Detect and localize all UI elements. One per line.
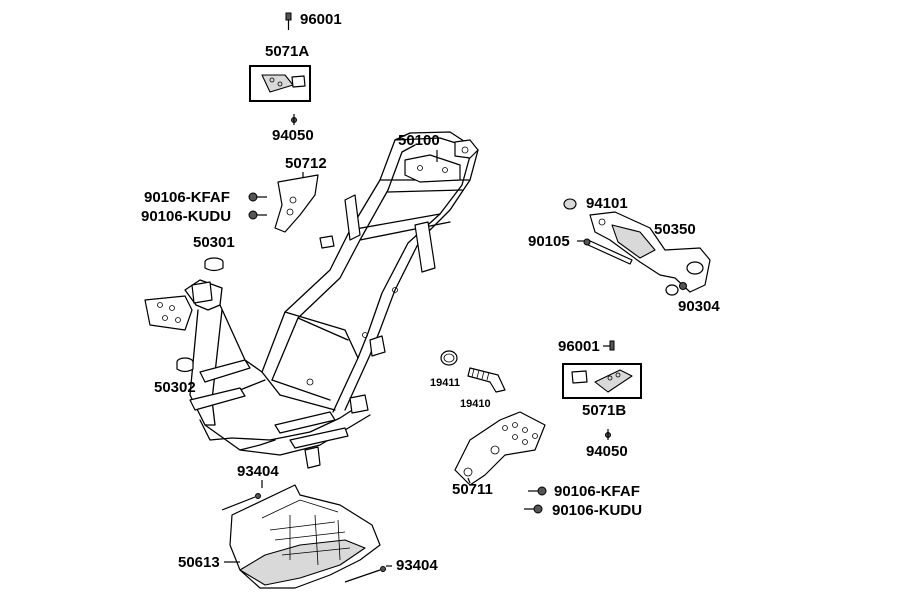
label-90106-kudu-left: 90106-KUDU (141, 208, 231, 225)
label-96001-top: 96001 (300, 11, 342, 28)
hose-19410-part (467, 367, 506, 393)
label-90106-kfaf-right: 90106-KFAF (554, 483, 640, 500)
label-50711: 50711 (452, 481, 493, 498)
bolt-96001-right-part (603, 340, 615, 351)
bolt-96001-top-part (285, 12, 292, 30)
label-19410: 19410 (460, 398, 491, 410)
label-94050-right: 94050 (586, 443, 628, 460)
nut-90304-part (679, 282, 687, 290)
bushing-50302-part (176, 357, 194, 373)
undercover-50613-part (229, 484, 381, 589)
rubber-50301-part (204, 257, 224, 272)
label-94101: 94101 (586, 195, 628, 212)
label-96001-right: 96001 (558, 338, 600, 355)
label-93404-bottom: 93404 (396, 557, 438, 574)
label-50613: 50613 (178, 554, 220, 571)
part-5071A-clip (261, 74, 306, 93)
bracket-50711-part (454, 411, 546, 486)
label-50301: 50301 (193, 234, 235, 251)
washer-94050-right-part (605, 429, 611, 440)
washer-94050-top-part (291, 114, 297, 125)
label-5071B: 5071B (582, 402, 626, 419)
label-50100: 50100 (398, 132, 440, 149)
label-90105: 90105 (528, 233, 570, 250)
nut-94101-part (563, 198, 577, 210)
bolt-90106-left-part (248, 192, 267, 220)
label-50712: 50712 (285, 155, 327, 172)
label-93404-top: 93404 (237, 463, 279, 480)
part-box-5071B (562, 363, 642, 399)
label-90106-kfaf-left: 90106-KFAF (144, 189, 230, 206)
main-frame-part (144, 131, 479, 469)
part-box-5071A (249, 65, 311, 102)
screw-93404-bottom-part (344, 566, 386, 583)
label-90304: 90304 (678, 298, 720, 315)
bolt-90106-right-part (524, 486, 547, 514)
main-stand-50350-part (589, 211, 711, 296)
part-5071B-clip (571, 369, 633, 393)
screw-93404-top-part (221, 493, 261, 511)
label-94050-top: 94050 (272, 127, 314, 144)
label-19411: 19411 (430, 377, 460, 389)
label-5071A: 5071A (265, 43, 309, 60)
bracket-50712-part (274, 174, 319, 233)
label-50302: 50302 (154, 379, 196, 396)
label-50350: 50350 (654, 221, 696, 238)
shaft-90105-part (583, 238, 633, 265)
label-90106-kudu-right: 90106-KUDU (552, 502, 642, 519)
clamp-19411-part (440, 350, 458, 366)
